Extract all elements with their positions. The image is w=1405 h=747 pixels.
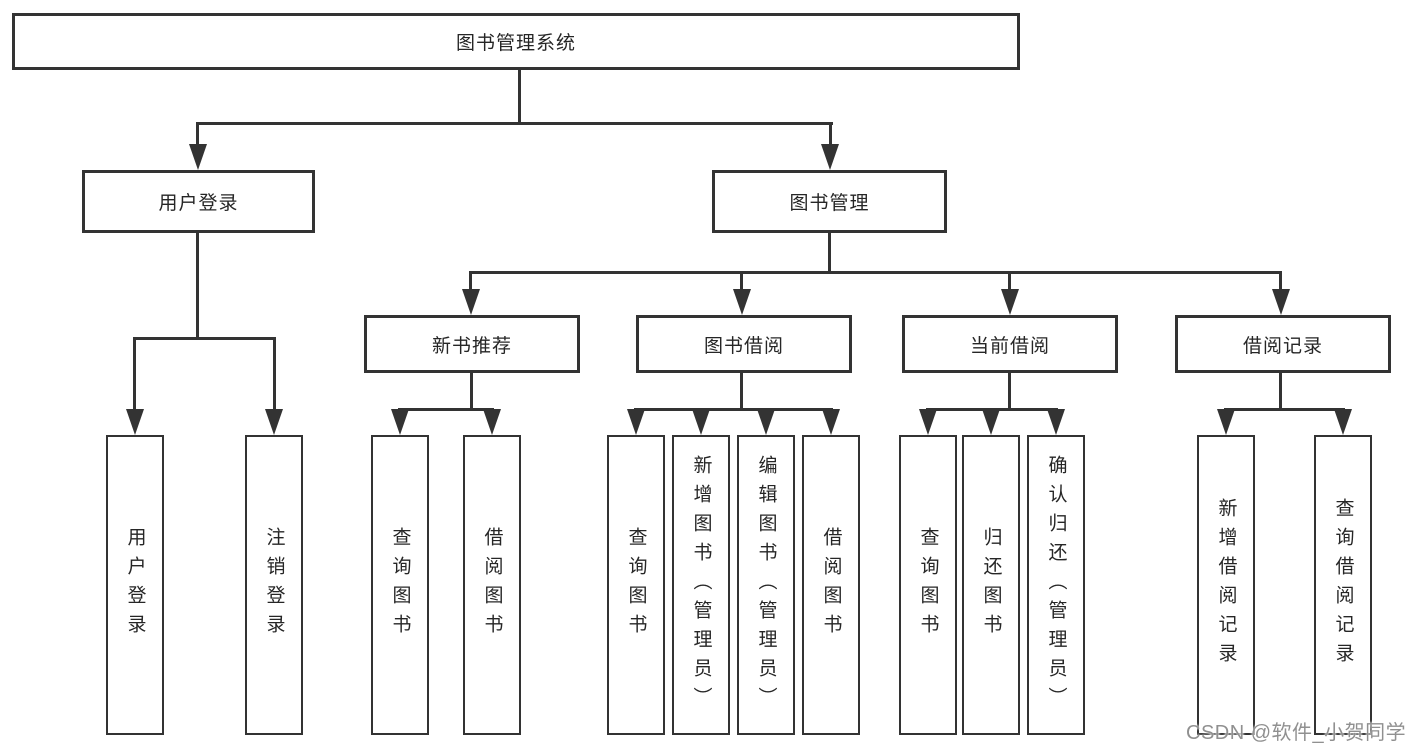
leaf-bb-query-books-label: 查询图书 [625,527,647,643]
leaf-nb-borrow-books: 借阅图书 [463,435,521,735]
connector-book-borrow-rail [634,408,833,411]
arrow-to-cb-query [919,409,937,435]
leaf-cb-confirm-return-admin-label: 确认归还（管理员） [1045,454,1067,716]
arrow-to-current-borrow [1001,289,1019,315]
node-book-mgmt: 图书管理 [712,170,947,233]
leaf-user-login: 用户登录 [106,435,164,735]
arrow-to-bb-add [692,409,710,435]
leaf-logout-label: 注销登录 [263,527,285,643]
node-current-borrow: 当前借阅 [902,315,1118,373]
arrow-to-cb-confirm [1047,409,1065,435]
connector-borrow-records-stem [1279,373,1282,411]
node-new-book-recommend-label: 新书推荐 [431,335,512,357]
leaf-br-query-record: 查询借阅记录 [1314,435,1372,735]
connector-root-stem [518,70,521,122]
leaf-bb-query-books: 查询图书 [607,435,665,735]
connector-borrow-records-rail [1224,408,1345,411]
connector-book-mgmt-drop [829,122,832,146]
leaf-bb-borrow-books-label: 借阅图书 [820,527,842,643]
leaf-user-login-label: 用户登录 [124,527,146,643]
arrow-to-nb-query [391,409,409,435]
arrow-to-new-book [462,289,480,315]
arrow-to-cb-return [982,409,1000,435]
connector-user-login-rail [133,337,276,340]
node-book-mgmt-label: 图书管理 [789,193,870,214]
leaf-cb-query-books-label: 查询图书 [917,527,939,643]
leaf-cb-return-books: 归还图书 [962,435,1020,735]
arrow-to-nb-borrow [483,409,501,435]
node-user-login: 用户登录 [82,170,315,233]
connector-book-mgmt-stem [828,233,831,271]
node-borrow-records-label: 借阅记录 [1242,335,1323,357]
arrow-to-borrow-records [1272,289,1290,315]
node-book-borrow: 图书借阅 [636,315,852,373]
csdn-watermark: CSDN @软件_小贺同学 [1186,722,1405,744]
leaf-nb-borrow-books-label: 借阅图书 [481,527,503,643]
node-book-borrow-label: 图书借阅 [703,335,784,357]
connector-login-leaf1-drop [133,337,136,409]
connector-l3d-drop [1279,271,1282,289]
leaf-br-query-record-label: 查询借阅记录 [1332,498,1354,672]
connector-level2-rail [196,122,833,125]
arrow-to-bb-edit [757,409,775,435]
connector-user-login-drop [196,122,199,146]
leaf-logout: 注销登录 [245,435,303,735]
arrow-to-book-mgmt [821,144,839,170]
node-current-borrow-label: 当前借阅 [969,335,1050,357]
node-user-login-label: 用户登录 [158,193,239,214]
leaf-bb-borrow-books: 借阅图书 [802,435,860,735]
arrow-to-br-add [1217,409,1235,435]
node-new-book-recommend: 新书推荐 [364,315,580,373]
connector-l3a-drop [469,271,472,289]
leaf-br-add-record-label: 新增借阅记录 [1215,498,1237,672]
leaf-br-add-record: 新增借阅记录 [1197,435,1255,735]
leaf-bb-edit-books-admin: 编辑图书（管理员） [737,435,795,735]
arrow-to-bb-query [627,409,645,435]
leaf-bb-add-books-admin: 新增图书（管理员） [672,435,730,735]
connector-current-borrow-stem [1008,373,1011,411]
arrow-to-login-leaf1 [126,409,144,435]
leaf-cb-return-books-label: 归还图书 [980,527,1002,643]
connector-level3-rail [469,271,1282,274]
node-root-system: 图书管理系统 [12,13,1020,70]
arrow-to-login-leaf2 [265,409,283,435]
leaf-cb-confirm-return-admin: 确认归还（管理员） [1027,435,1085,735]
leaf-nb-query-books: 查询图书 [371,435,429,735]
connector-user-login-stem [196,233,199,337]
connector-l3b-drop [740,271,743,289]
arrow-to-book-borrow [733,289,751,315]
node-root-label: 图书管理系统 [455,33,576,54]
connector-new-book-stem [470,373,473,411]
arrow-to-user-login [189,144,207,170]
leaf-bb-edit-books-admin-label: 编辑图书（管理员） [755,454,777,716]
leaf-bb-add-books-admin-label: 新增图书（管理员） [690,454,712,716]
node-borrow-records: 借阅记录 [1175,315,1391,373]
connector-new-book-rail [398,408,494,411]
connector-book-borrow-stem [740,373,743,411]
leaf-cb-query-books: 查询图书 [899,435,957,735]
arrow-to-br-query [1334,409,1352,435]
leaf-nb-query-books-label: 查询图书 [389,527,411,643]
connector-login-leaf2-drop [273,337,276,409]
connector-l3c-drop [1008,271,1011,289]
arrow-to-bb-borrow [822,409,840,435]
